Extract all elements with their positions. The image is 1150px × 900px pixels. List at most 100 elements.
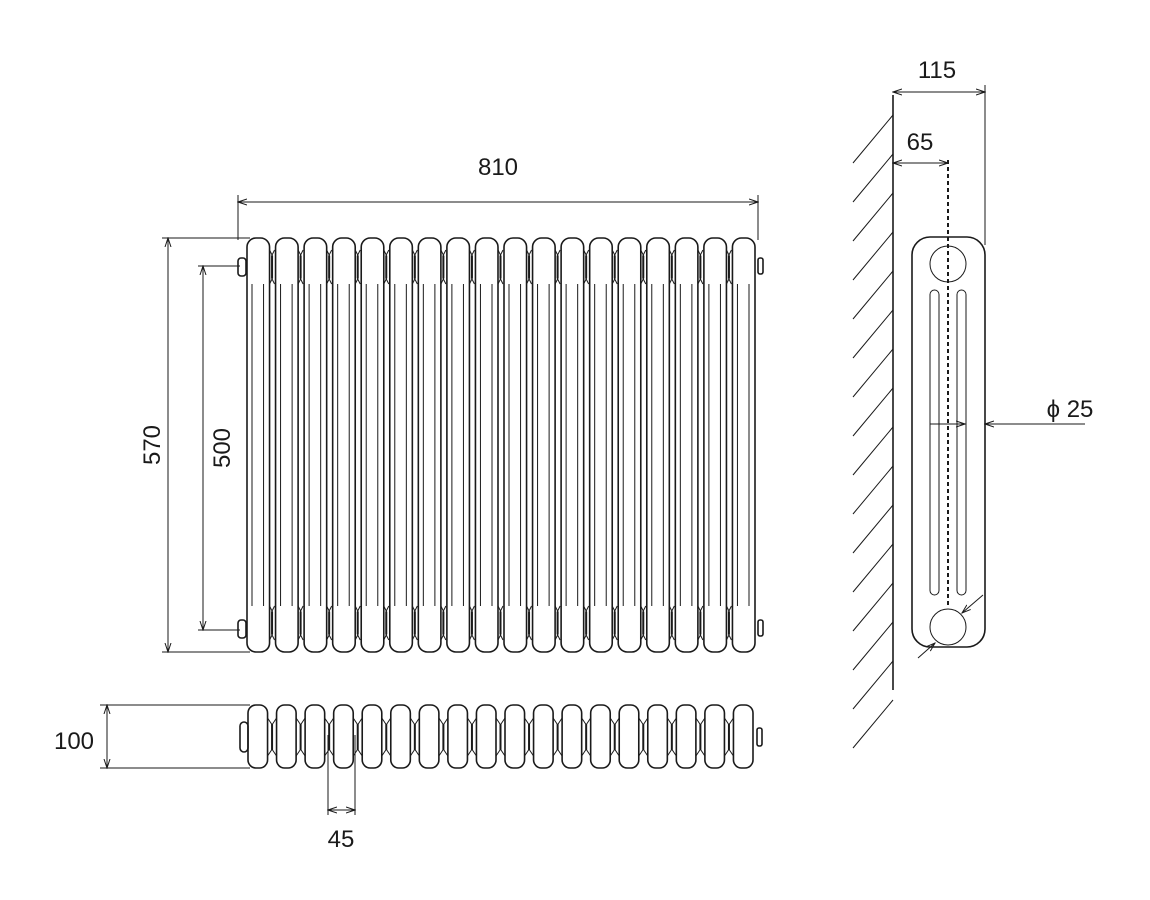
plan-neck	[695, 717, 706, 757]
column-neck-top	[583, 249, 590, 285]
column-neck-top	[611, 249, 618, 285]
radiator-column	[531, 237, 556, 653]
side-view: 115 65 ϕ 25	[852, 57, 1094, 749]
hatch-line	[852, 504, 894, 554]
column-neck-top	[697, 249, 704, 285]
plan-column	[475, 704, 497, 769]
plan-column	[675, 704, 697, 769]
wall-hatching	[852, 114, 894, 749]
column-neck-bottom	[468, 605, 475, 641]
end-cap	[757, 257, 764, 275]
hatch-line	[852, 387, 894, 437]
leader-bottom	[917, 643, 935, 659]
plan-neck	[495, 717, 506, 757]
plan-column	[418, 704, 440, 769]
column-neck-bottom	[411, 605, 418, 641]
radiator-column	[331, 237, 357, 653]
hatch-line	[852, 465, 894, 515]
plan-column	[332, 704, 355, 769]
plan-neck	[638, 717, 649, 757]
slot-right	[956, 289, 967, 596]
column-neck-bottom	[611, 605, 618, 641]
radiator-column	[303, 237, 328, 653]
plan-neck	[609, 717, 620, 757]
column-neck-bottom	[497, 605, 504, 641]
end-cap	[239, 721, 249, 753]
column-neck-top	[383, 249, 390, 285]
plan-view	[239, 704, 763, 769]
plan-column	[389, 704, 412, 769]
dim-connection-diameter: ϕ 25	[1047, 396, 1094, 423]
column-neck-top	[554, 249, 561, 285]
hatch-line	[852, 426, 894, 476]
hatch-line	[852, 114, 894, 164]
radiator-column	[674, 237, 699, 653]
hatch-line	[852, 153, 894, 203]
column-neck-bottom	[354, 605, 361, 641]
radiator-column	[588, 237, 614, 653]
column-neck-bottom	[668, 605, 675, 641]
radiator-column	[703, 237, 728, 653]
column-neck-top	[269, 249, 276, 285]
plan-column	[361, 704, 383, 769]
column-neck-bottom	[383, 605, 390, 641]
plan-column	[561, 704, 583, 769]
column-neck-bottom	[269, 605, 276, 641]
column-neck-top	[668, 249, 675, 285]
column-neck-bottom	[583, 605, 590, 641]
hatch-line	[852, 231, 894, 281]
radiator-column	[474, 237, 499, 653]
column-neck-bottom	[554, 605, 561, 641]
radiator-column	[503, 237, 528, 653]
column-neck-top	[468, 249, 475, 285]
radiator-column	[246, 237, 271, 653]
column-neck-bottom	[440, 605, 447, 641]
plan-column	[618, 704, 640, 769]
leader-top	[962, 594, 984, 613]
column-neck-top	[497, 249, 504, 285]
hatch-line	[852, 543, 894, 593]
front-dimensions: 810 570 500 100 45	[54, 154, 758, 853]
radiator-column	[417, 237, 442, 653]
column-neck-top	[526, 249, 533, 285]
column-neck-top	[440, 249, 447, 285]
plan-neck	[524, 717, 534, 757]
dim-wall-to-centre: 65	[907, 129, 934, 156]
plan-neck	[438, 717, 449, 757]
column-neck-bottom	[725, 605, 732, 641]
slot-left	[929, 289, 940, 596]
radiator-column	[360, 237, 385, 653]
plan-column	[704, 704, 726, 769]
column-neck-top	[354, 249, 361, 285]
hatch-line	[852, 699, 894, 749]
column-neck-bottom	[297, 605, 304, 641]
column-neck-bottom	[326, 605, 333, 641]
plan-neck	[666, 717, 677, 757]
column-neck-top	[640, 249, 647, 285]
plan-column	[532, 704, 554, 769]
dim-overall-height: 570	[139, 425, 166, 465]
radiator-column	[274, 237, 299, 653]
end-cap	[757, 619, 764, 637]
plan-neck	[467, 717, 477, 757]
dim-pipe-centres: 500	[209, 428, 236, 468]
radiator-column	[560, 237, 585, 653]
plan-column	[275, 704, 297, 769]
column-neck-top	[411, 249, 418, 285]
column-neck-top	[297, 249, 304, 285]
plan-neck	[409, 717, 420, 757]
hatch-line	[852, 621, 894, 671]
plan-neck	[381, 717, 392, 757]
end-cap	[237, 619, 247, 639]
bottom-connection	[929, 608, 967, 646]
hatch-line	[852, 660, 894, 710]
end-cap	[237, 257, 247, 277]
column-neck-top	[326, 249, 333, 285]
column-neck-bottom	[526, 605, 533, 641]
end-cap	[756, 727, 763, 747]
hatch-line	[852, 309, 894, 359]
plan-neck	[581, 717, 592, 757]
plan-neck	[267, 717, 277, 757]
